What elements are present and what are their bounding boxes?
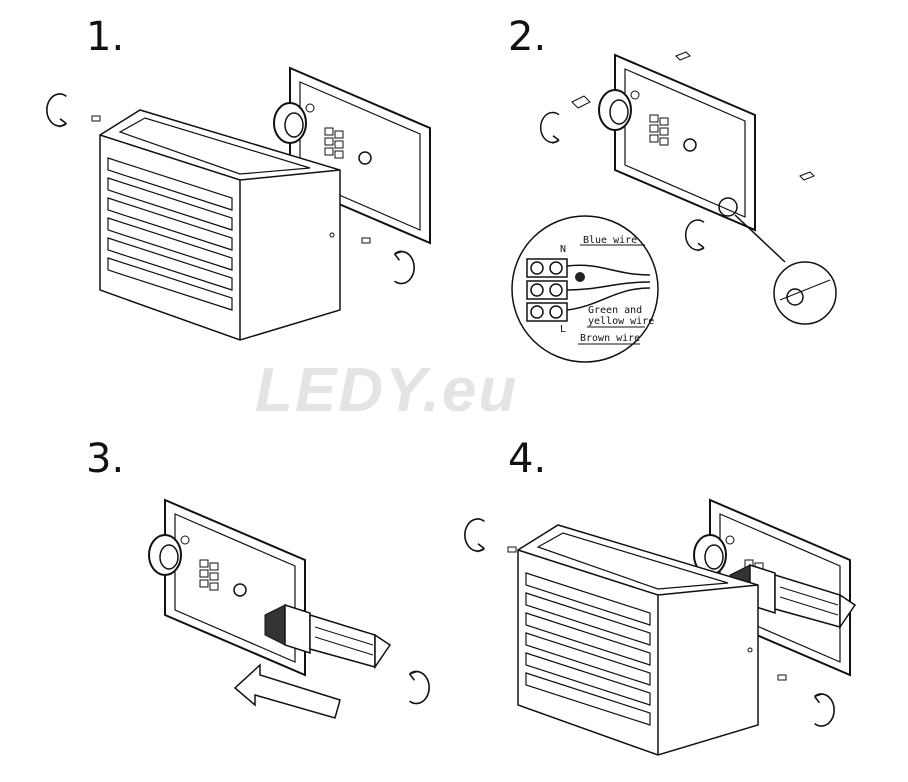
rotate-cw-icon [408, 670, 431, 705]
rotate-cw-icon [813, 693, 836, 727]
rotate-ccw-icon [684, 219, 705, 252]
step-4-number: 4. [508, 436, 547, 482]
step-4-illustration [463, 499, 856, 756]
brown-wire-label: Brown wire [580, 333, 640, 344]
step-3-number: 3. [86, 436, 125, 482]
rotate-ccw-icon [45, 93, 68, 128]
watermark: LEDY.eu [255, 356, 519, 425]
insert-arrow-icon [233, 663, 341, 719]
terminal-l-label: L [560, 324, 566, 335]
step-2-number: 2. [508, 14, 547, 60]
terminal-n-label: N [560, 244, 566, 255]
step-1-illustration [45, 67, 431, 341]
step-2-illustration: N L Blue wire Green and yellow wire Brow… [511, 51, 837, 363]
blue-wire-label: Blue wire [583, 235, 637, 246]
rotate-ccw-icon [463, 518, 486, 553]
rotate-cw-icon [393, 250, 416, 285]
detail-zoom-circle [773, 261, 837, 325]
rotate-ccw-icon [539, 111, 561, 145]
wiring-detail: N L Blue wire Green and yellow wire Brow… [511, 215, 659, 363]
green-yellow-wire-label-1: Green and [588, 305, 642, 316]
green-yellow-wire-label-2: yellow wire [588, 316, 654, 327]
step-3-illustration [148, 499, 431, 719]
step-1-number: 1. [86, 14, 125, 60]
